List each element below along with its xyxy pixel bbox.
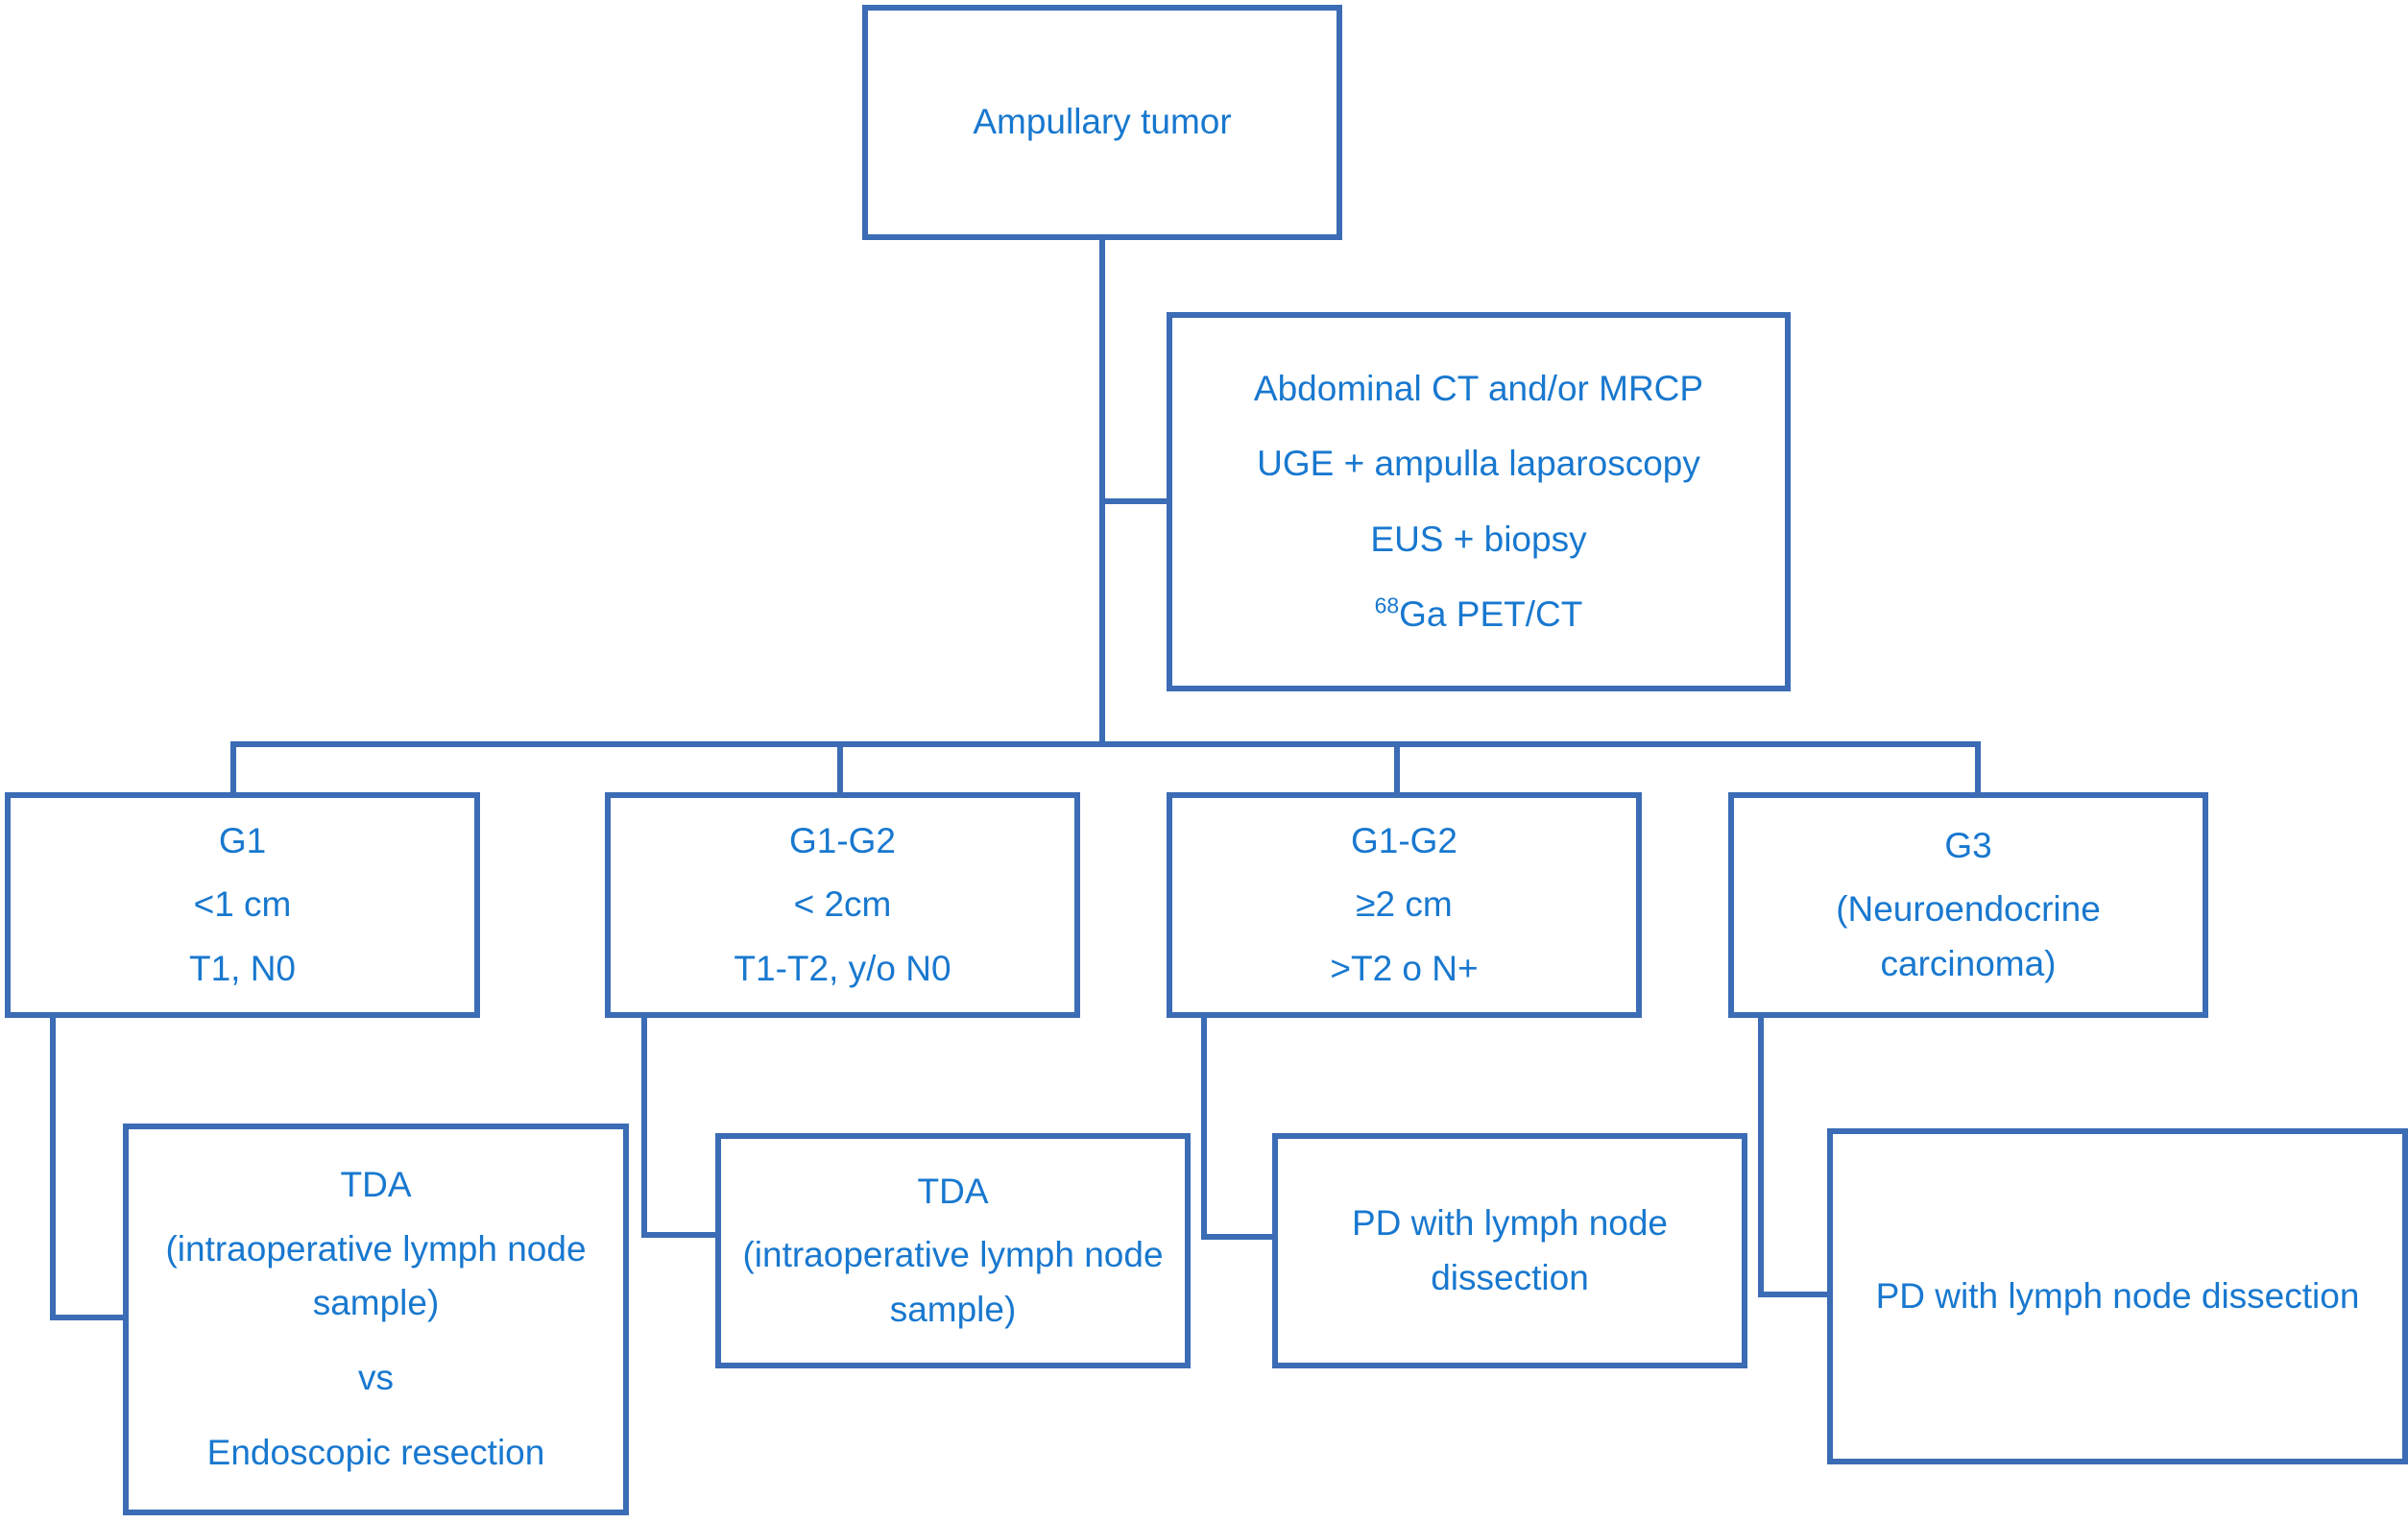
- treatment-2-detail: (intraoperative lymph node sample): [742, 1235, 1164, 1329]
- treatment-1-alternative: Endoscopic resection: [206, 1433, 545, 1473]
- treatment-4-title: PD with lymph node dissection: [1875, 1275, 2360, 1316]
- treatment-3-title: PD with lymph node dissection: [1351, 1203, 1669, 1297]
- connector-root-down: [1099, 240, 1105, 501]
- node-stratum-g1-g2-small[interactable]: G1-G2 < 2cm T1-T2, y/o N0: [605, 792, 1080, 1018]
- connector-stub-treatment-1: [50, 1315, 129, 1320]
- connector-stratification-bus: [230, 741, 1981, 747]
- connector-drop-treatment-2: [641, 1016, 647, 1238]
- treatment-1-title: TDA: [340, 1165, 412, 1205]
- node-treatment-tda-vs-endoscopic[interactable]: TDA (intraoperative lymph node sample) v…: [123, 1124, 629, 1515]
- stratum-g1-g2-small-tnm: T1-T2, y/o N0: [734, 948, 951, 988]
- connector-workup-down: [1099, 498, 1105, 747]
- node-diagnostic-workup[interactable]: Abdominal CT and/or MRCP UGE + ampulla l…: [1167, 312, 1791, 691]
- stratum-g3-histology-2: carcinoma): [1880, 943, 2057, 983]
- connector-stub-treatment-3: [1201, 1234, 1278, 1240]
- stratum-g3-grade: G3: [1944, 826, 1992, 866]
- connector-stub-treatment-4: [1758, 1292, 1833, 1297]
- connector-drop-stratum-4: [1975, 741, 1981, 795]
- node-stratum-g1[interactable]: G1 <1 cm T1, N0: [5, 792, 480, 1018]
- connector-root-to-workup: [1099, 498, 1172, 504]
- stratum-g1-g2-large-tnm: >T2 o N+: [1330, 948, 1479, 988]
- node-stratum-g1-g2-large[interactable]: G1-G2 ≥2 cm >T2 o N+: [1167, 792, 1642, 1018]
- treatment-1-versus: vs: [358, 1358, 394, 1398]
- stratum-g1-g2-large-grade: G1-G2: [1350, 821, 1458, 861]
- workup-line-pet-ct: 68Ga PET/CT: [1375, 588, 1583, 641]
- stratum-g1-grade: G1: [218, 821, 267, 861]
- node-treatment-tda[interactable]: TDA (intraoperative lymph node sample): [715, 1133, 1191, 1368]
- stratum-g1-size: <1 cm: [193, 884, 292, 925]
- stratum-g1-tnm: T1, N0: [188, 948, 297, 988]
- connector-drop-treatment-4: [1758, 1016, 1764, 1297]
- connector-drop-stratum-3: [1394, 741, 1400, 795]
- treatment-1-detail: (intraoperative lymph node sample): [165, 1228, 587, 1322]
- connector-drop-treatment-3: [1201, 1016, 1207, 1240]
- stratum-g1-g2-small-size: < 2cm: [793, 884, 892, 925]
- stratum-g3-histology-1: (Neuroendocrine: [1836, 889, 2101, 930]
- workup-line-uge-laparoscopy: UGE + ampulla laparoscopy: [1257, 444, 1700, 484]
- connector-drop-stratum-2: [837, 741, 843, 795]
- node-ampullary-tumor-label: Ampullary tumor: [973, 102, 1232, 142]
- connector-drop-stratum-1: [230, 741, 236, 795]
- pet-label: Ga PET/CT: [1399, 593, 1583, 634]
- stratum-g1-g2-small-grade: G1-G2: [788, 821, 897, 861]
- treatment-2-title: TDA: [917, 1172, 989, 1212]
- stratum-g1-g2-large-size: ≥2 cm: [1356, 884, 1453, 925]
- connector-drop-treatment-1: [50, 1016, 56, 1320]
- workup-line-eus-biopsy: EUS + biopsy: [1370, 519, 1587, 559]
- node-treatment-pd-2[interactable]: PD with lymph node dissection: [1827, 1128, 2408, 1464]
- node-stratum-g3[interactable]: G3 (Neuroendocrine carcinoma): [1728, 792, 2208, 1018]
- node-treatment-pd-1[interactable]: PD with lymph node dissection: [1272, 1133, 1747, 1368]
- connector-stub-treatment-2: [641, 1232, 721, 1238]
- workup-line-ct-mrcp: Abdominal CT and/or MRCP: [1253, 369, 1704, 409]
- pet-isotope-superscript: 68: [1374, 592, 1400, 618]
- node-ampullary-tumor[interactable]: Ampullary tumor: [862, 5, 1342, 240]
